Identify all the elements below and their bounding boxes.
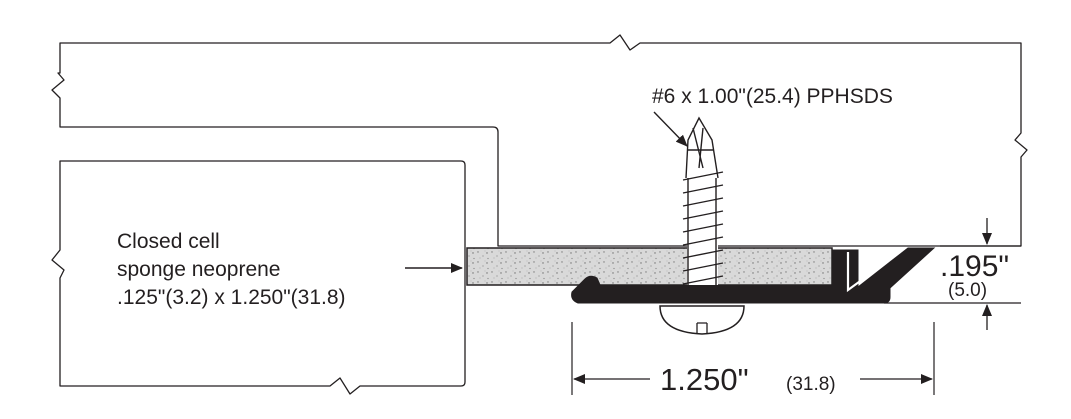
- height-dim-metric: (5.0): [948, 280, 987, 301]
- lower-frame-outline: [51, 160, 466, 395]
- width-dim-imperial: 1.250": [660, 362, 749, 397]
- neoprene-label-line2: sponge neoprene: [117, 258, 280, 281]
- screw-label: #6 x 1.00"(25.4) PPHSDS: [652, 85, 893, 108]
- upper-frame-outline: [51, 34, 1028, 247]
- width-dim-metric: (31.8): [786, 374, 836, 395]
- screw-head: [659, 305, 745, 335]
- sponge-neoprene-gasket: [466, 247, 833, 286]
- neoprene-label-line3: .125"(3.2) x 1.250"(31.8): [117, 286, 346, 309]
- screw-leader: [653, 111, 688, 147]
- screw: [682, 116, 724, 285]
- neoprene-label-line1: Closed cell: [117, 230, 220, 253]
- height-dim-imperial: .195": [940, 250, 1009, 283]
- sill-profile: [571, 247, 936, 304]
